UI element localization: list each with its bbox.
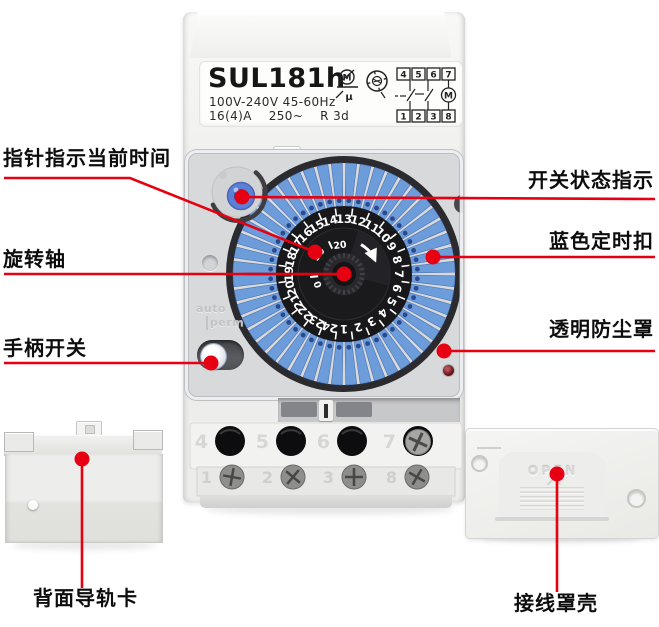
dial-hour-number: 2 xyxy=(353,319,364,335)
current-spec: 16(4)A 250~ R 3d xyxy=(209,109,350,123)
recess-center-tab xyxy=(319,400,333,421)
terminal-block: 4 5 6 7 1 2 3 8 xyxy=(189,422,463,497)
wiring-cover-step xyxy=(477,447,501,449)
indicator-led xyxy=(443,365,454,376)
dial-minute-label: 0 xyxy=(312,279,325,290)
grip-ribs xyxy=(520,487,584,510)
dial-hour-number: 6 xyxy=(389,283,405,294)
flap-shadow xyxy=(495,517,609,521)
terminal-number-bottom: 8 xyxy=(386,468,397,487)
dial-minute-label: 20 xyxy=(333,239,348,252)
side-pivot xyxy=(454,195,463,213)
svg-text:1: 1 xyxy=(400,113,406,123)
rear-top-bar xyxy=(4,435,162,456)
status-indicator-knob xyxy=(210,166,268,223)
label-rotary-shaft: 旋转轴 xyxy=(3,247,66,271)
terminal-number-top: 7 xyxy=(383,431,396,453)
perm-mode-label: perm xyxy=(210,316,245,329)
terminal-hole xyxy=(337,426,367,456)
svg-text:5: 5 xyxy=(415,71,421,81)
model-number: SUL181h xyxy=(208,63,346,94)
mode-switch-seam xyxy=(206,316,208,330)
terminal-number-top: 5 xyxy=(256,431,269,453)
dial-hour-number: 14 xyxy=(320,212,339,230)
device-bottom-lip xyxy=(200,496,452,508)
dial-hour-number: 1 xyxy=(340,322,348,336)
cover-screw-hole-right xyxy=(627,489,646,508)
terminal-hole xyxy=(215,426,245,456)
terminal-number-top: 6 xyxy=(317,431,330,453)
terminal-number-bottom: 1 xyxy=(201,468,212,487)
rear-shadow xyxy=(12,541,157,550)
terminal-number-bottom: 3 xyxy=(323,468,334,487)
open-embossed-text: OPEN xyxy=(527,463,579,478)
label-switch-status: 开关状态指示 xyxy=(528,168,654,192)
svg-text:7: 7 xyxy=(445,71,451,81)
label-handle-switch: 手柄开关 xyxy=(3,336,87,360)
dial-hour-number: 18 xyxy=(282,250,300,269)
svg-text:6: 6 xyxy=(430,71,436,81)
dial-hour-number: 21 xyxy=(286,291,306,312)
motor-letter-top: M xyxy=(343,74,352,84)
mu-symbol: μ xyxy=(345,92,353,103)
dial-hour-number: 24 xyxy=(320,318,339,336)
dial-hour-number: 8 xyxy=(389,254,405,265)
svg-text:4: 4 xyxy=(400,71,406,81)
diagram-motor-letter: M xyxy=(444,92,453,102)
dial-icon xyxy=(366,70,388,99)
dial-hour-number: 23 xyxy=(306,312,327,332)
dial-center-shaft xyxy=(332,262,356,286)
terminal-number-top: 4 xyxy=(195,431,208,453)
timer-top-cap xyxy=(190,12,452,58)
svg-text:8: 8 xyxy=(445,113,451,123)
label-rail-clip: 背面导轨卡 xyxy=(33,586,138,610)
recess-slot-right xyxy=(336,402,372,417)
dial-hour-number: 20 xyxy=(282,279,300,298)
cover-screw-hole-left xyxy=(471,455,488,472)
dial-hour-number: 7 xyxy=(392,270,406,278)
rear-hole xyxy=(28,500,38,510)
terminal-number-bottom: 2 xyxy=(262,468,273,487)
terminal-hole xyxy=(276,426,306,456)
panel-hole xyxy=(202,255,218,271)
label-blue-timer-tab: 蓝色定时扣 xyxy=(549,229,654,253)
rating-label: SUL181h 100V-240V 45-60Hz 16(4)A 250~ R … xyxy=(200,62,462,126)
rotation-arrow-icon xyxy=(360,243,377,263)
rail-hook-right xyxy=(133,430,163,450)
motor-mu-icon: M μ xyxy=(335,69,358,103)
dial-hour-number: 11 xyxy=(361,216,382,236)
label-wiring-cover: 接线罩壳 xyxy=(514,591,598,615)
rail-hook-left xyxy=(4,432,34,452)
svg-text:2: 2 xyxy=(415,113,421,123)
rear-housing xyxy=(5,454,163,543)
auto-mode-label: auto xyxy=(196,302,227,315)
recess-slot-left xyxy=(281,402,317,417)
dial-hour-number: 13 xyxy=(336,212,352,226)
svg-text:3: 3 xyxy=(430,113,436,123)
label-dust-cover: 透明防尘罩 xyxy=(549,317,654,341)
label-pointer: 指针指示当前时间 xyxy=(3,146,171,170)
voltage-spec: 100V-240V 45-60Hz xyxy=(209,95,336,109)
dial-hour-number: 12 xyxy=(349,212,368,230)
handle-switch-knob xyxy=(201,344,226,369)
